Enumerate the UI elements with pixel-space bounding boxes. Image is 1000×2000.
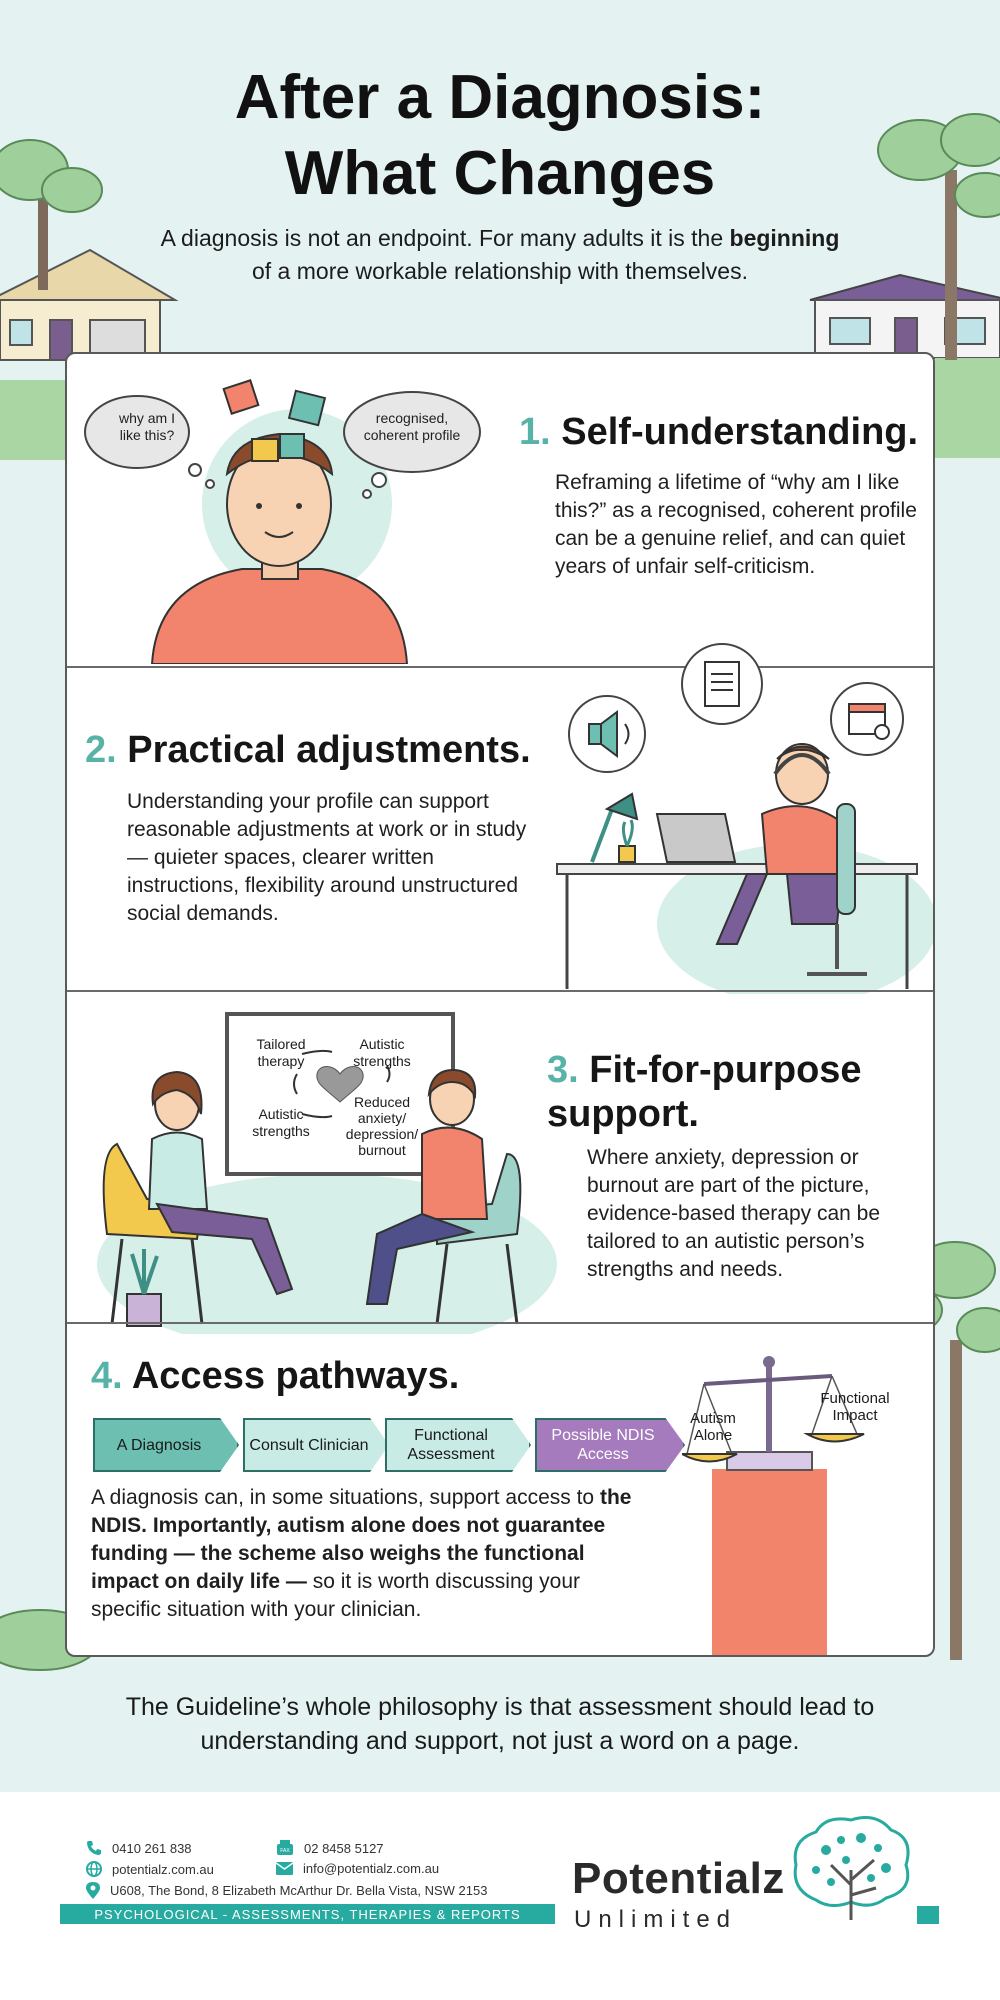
therapy-session-illustration — [97, 1012, 557, 1334]
section-4-body-part-2: so it is worth discussing your specific … — [91, 1570, 581, 1621]
footer: 0410 261 838 FAX 02 8458 5127 potentialz… — [0, 1792, 1000, 2000]
speaker-icon — [568, 695, 646, 773]
section-3-title: Fit-for-purpose support. — [547, 1049, 862, 1135]
contact-email[interactable]: info@potentialz.com.au — [276, 1861, 439, 1876]
section-4-heading: 4. Access pathways. — [91, 1354, 459, 1398]
brand-subtitle: Unlimited — [574, 1906, 738, 1933]
fax-icon: FAX — [277, 1840, 293, 1855]
intro-part-1: A diagnosis is not an endpoint. For many… — [160, 225, 724, 251]
fax-text: 02 8458 5127 — [304, 1840, 384, 1856]
pathway-step-diagnosis: A Diagnosis — [93, 1418, 239, 1472]
thought-bubble-right: recognised, coherent profile — [363, 410, 461, 443]
balance-scale-illustration — [682, 1356, 865, 1655]
section-1-number: 1. — [519, 411, 551, 453]
thought-bubble-left: why am I like this? — [118, 410, 175, 443]
section-4-title: Access pathways. — [131, 1355, 460, 1397]
contact-fax[interactable]: FAX 02 8458 5127 — [276, 1840, 384, 1856]
section-4-body-part-1: A diagnosis can, in some situations, sup… — [91, 1486, 595, 1509]
contact-phone[interactable]: 0410 261 838 — [86, 1840, 192, 1856]
board-autistic-strengths-bottom: Autistic strengths — [252, 1106, 310, 1139]
website-link[interactable]: potentialz.com.au — [112, 1861, 214, 1877]
section-3-number: 3. — [547, 1049, 579, 1091]
board-tailored-therapy: Tailored therapy — [256, 1036, 306, 1069]
section-2-number: 2. — [85, 729, 117, 771]
left-house-illustration — [0, 248, 179, 460]
title-line-1: After a Diagnosis: — [234, 63, 766, 132]
heart-icon — [316, 1066, 364, 1103]
pathway-step-consult-clinician: Consult Clinician — [243, 1418, 389, 1472]
brain-tree-logo-icon — [793, 1816, 910, 1920]
contact-website[interactable]: potentialz.com.au — [86, 1861, 214, 1877]
section-1-heading: 1. Self-understanding. — [519, 410, 918, 454]
closing-statement: The Guideline’s whole philosophy is that… — [125, 1693, 875, 1755]
scale-label-functional-impact: Functional Impact — [820, 1390, 890, 1424]
page-title: After a Diagnosis: What Changes — [0, 60, 1000, 212]
tagline-bar: PSYCHOLOGICAL - ASSESSMENTS, THERAPIES &… — [60, 1904, 555, 1924]
email-link[interactable]: info@potentialz.com.au — [303, 1861, 440, 1876]
content-card: why am I like this? recognised, coherent… — [65, 352, 935, 1657]
section-divider — [67, 666, 933, 668]
scale-label-autism-alone: Autism Alone — [690, 1410, 736, 1444]
puzzle-icon — [222, 379, 327, 462]
pathway-step-functional-assessment: Functional Assessment — [385, 1418, 531, 1472]
self-understanding-illustration — [84, 379, 481, 664]
section-4-number: 4. — [91, 1355, 123, 1397]
right-tree-illustration — [877, 113, 1000, 360]
intro-bold: beginning — [729, 225, 840, 251]
section-3-body: Where anxiety, depression or burnout are… — [587, 1146, 881, 1281]
pathway-step-ndis-access: Possible NDIS Access — [535, 1418, 685, 1472]
mail-icon — [276, 1862, 293, 1875]
section-divider — [67, 1322, 933, 1324]
globe-icon — [86, 1861, 102, 1877]
intro-text: A diagnosis is not an endpoint. For many… — [150, 222, 850, 288]
brand-name: Potentialz — [572, 1854, 785, 1903]
section-2-body: Understanding your profile can support r… — [127, 790, 527, 925]
phone-text: 0410 261 838 — [112, 1840, 192, 1856]
address-text: U608, The Bond, 8 Elizabeth McArthur Dr.… — [110, 1883, 488, 1898]
section-2-heading: 2. Practical adjustments. — [85, 728, 531, 772]
location-pin-icon — [86, 1882, 100, 1899]
section-4-body: A diagnosis can, in some situations, sup… — [91, 1484, 651, 1624]
board-reduced-anxiety: Reduced anxiety/ depression/ burnout — [345, 1094, 419, 1158]
phone-icon — [87, 1841, 101, 1855]
title-line-2: What Changes — [284, 139, 716, 208]
section-2-title: Practical adjustments. — [127, 729, 531, 771]
contact-address[interactable]: U608, The Bond, 8 Elizabeth McArthur Dr.… — [86, 1882, 487, 1899]
brand-accent-square — [917, 1906, 939, 1924]
section-1-title: Self-understanding. — [561, 411, 919, 453]
section-3-heading: 3. Fit-for-purpose support. — [547, 1048, 887, 1136]
calendar-icon — [830, 682, 904, 756]
svg-text:FAX: FAX — [280, 1848, 290, 1854]
background-scenery — [0, 113, 1000, 1671]
intro-part-2: of a more workable relationship with the… — [251, 258, 748, 284]
work-desk-illustration — [556, 643, 933, 994]
section-4-body-bold: the NDIS. Importantly, autism alone does… — [91, 1486, 632, 1593]
board-autistic-strengths-top: Autistic strengths — [353, 1036, 411, 1069]
left-tree-illustration — [0, 139, 103, 290]
document-icon — [681, 643, 763, 725]
section-1-body: Reframing a lifetime of “why am I like t… — [555, 471, 917, 578]
section-divider — [67, 990, 933, 992]
